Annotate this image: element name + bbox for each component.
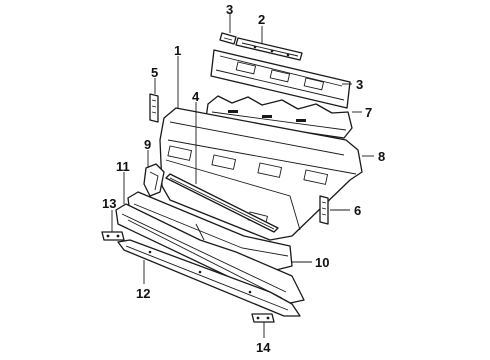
callout-10: 10 (315, 255, 329, 270)
callout-5: 5 (151, 65, 158, 80)
callout-12: 12 (136, 286, 150, 301)
callout-14: 14 (256, 340, 271, 355)
callout-labels: 3 2 3 1 5 4 7 8 9 11 6 13 10 12 14 (102, 2, 385, 355)
callout-6: 6 (354, 203, 361, 218)
reinforcement-bar (210, 49, 351, 109)
callout-4: 4 (192, 89, 200, 104)
part-12-splash-shield (117, 239, 301, 317)
callout-9: 9 (144, 137, 151, 152)
part-7-energy-absorber (205, 95, 353, 139)
callout-2: 2 (258, 12, 265, 27)
leader-lines (111, 14, 374, 338)
callout-7: 7 (365, 105, 372, 120)
part-2-upper-strip (235, 37, 303, 61)
part-8-bumper-cover (159, 107, 363, 241)
callout-11: 11 (116, 159, 130, 174)
part-14-bracket (251, 313, 275, 323)
part-11-lower-spoiler (115, 203, 305, 305)
callout-13: 13 (102, 196, 116, 211)
part-3-upper-bracket (219, 32, 237, 45)
part-9-side-bracket (143, 163, 165, 197)
part-5-left-retainer (149, 93, 159, 123)
callout-3-side: 3 (356, 77, 363, 92)
callout-3-top: 3 (226, 2, 233, 17)
part-6-right-retainer (319, 195, 329, 225)
callout-8: 8 (378, 149, 385, 164)
part-4-molding-strip (165, 173, 279, 233)
part-13-bracket (101, 231, 125, 241)
callout-1: 1 (174, 43, 181, 58)
